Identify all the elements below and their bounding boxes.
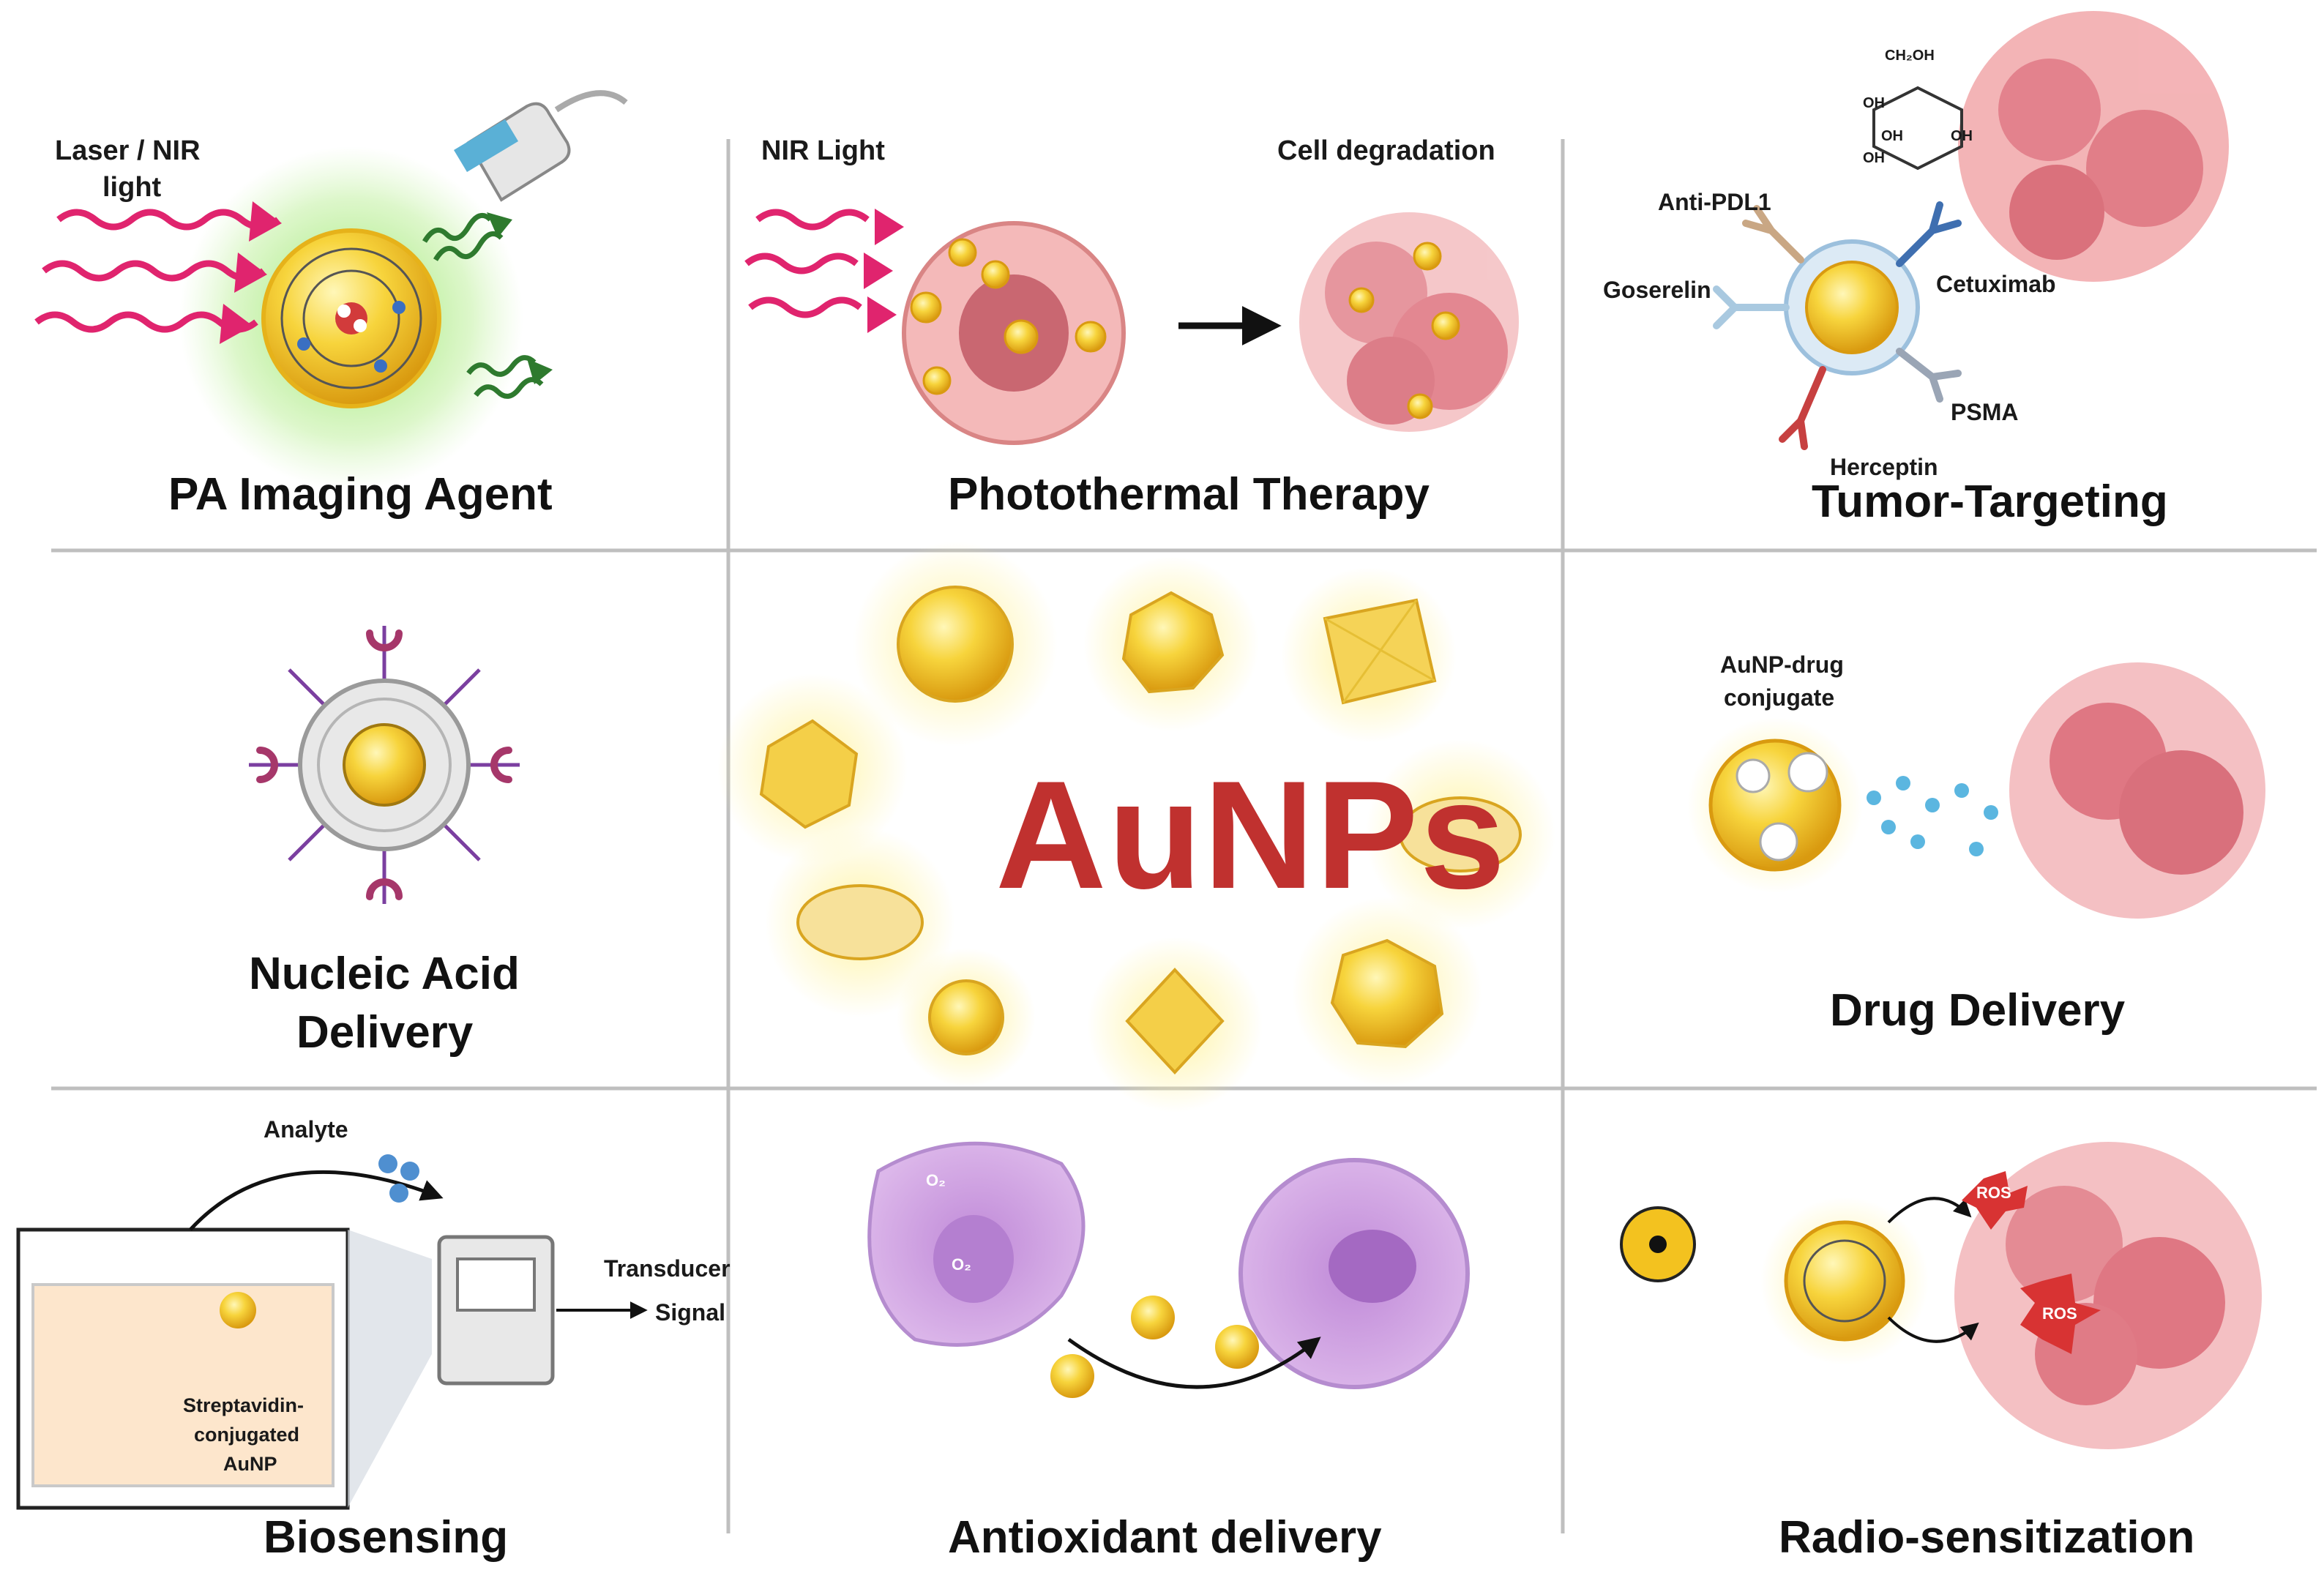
cell-degradation-label: Cell degradation xyxy=(1277,135,1495,166)
drug-delivery-title: Drug Delivery xyxy=(1830,985,2126,1036)
ligand-cetuximab: Cetuximab xyxy=(1936,271,2056,297)
aunp-drug-conjugate-label-line2: conjugate xyxy=(1724,684,1835,711)
ligand-goserelin: Goserelin xyxy=(1603,277,1711,303)
o2-label-2: O₂ xyxy=(831,1274,851,1292)
laser-nir-label-line2: light xyxy=(102,172,162,203)
aunp-drug-conjugate-label-line1: AuNP-drug xyxy=(1720,651,1844,678)
ligand-herceptin: Herceptin xyxy=(1830,454,1938,480)
sugar-label-oh-1: OH xyxy=(1863,95,1885,111)
sugar-label-oh-3: OH xyxy=(1951,128,1973,144)
ros-label-1: ROS xyxy=(1976,1184,2011,1202)
probe-label-line3: AuNP xyxy=(223,1453,277,1475)
antioxidant-illustration xyxy=(867,1141,1470,1398)
analyte-label: Analyte xyxy=(264,1116,348,1143)
ligand-psma: PSMA xyxy=(1951,399,2019,425)
center-title-aunps: AuNPs xyxy=(995,749,1507,921)
nir-light-label: NIR Light xyxy=(761,135,885,166)
grid-lines xyxy=(51,139,2317,1533)
tumor-targeting-title: Tumor-Targeting xyxy=(1812,476,2168,527)
o2-label-1: O₂ xyxy=(926,1171,946,1189)
ros-label-2: ROS xyxy=(2042,1304,2077,1323)
sugar-label-ch2oh: CH₂OH xyxy=(1885,48,1935,64)
drug-delivery-illustration xyxy=(1687,662,2265,919)
nucleic-acid-illustration xyxy=(249,626,520,904)
sugar-label-oh-4: OH xyxy=(1863,150,1885,166)
tumor-targeting-illustration xyxy=(1713,11,2229,450)
signal-label: Signal xyxy=(655,1299,726,1326)
radiosensitization-title: Radio-sensitization xyxy=(1779,1512,2195,1563)
transducer-label: Transducer xyxy=(604,1255,731,1282)
biosensing-illustration xyxy=(16,1154,648,1510)
o2-label-3: O₂ xyxy=(952,1255,971,1274)
aunp-shapes-cluster xyxy=(717,542,1555,1113)
photothermal-title: Photothermal Therapy xyxy=(948,469,1430,520)
probe-label-line1: Streptavidin- xyxy=(183,1394,304,1416)
pa-imaging-title: PA Imaging Agent xyxy=(168,469,553,520)
ligand-anti-pdl1: Anti-PDL1 xyxy=(1658,189,1771,215)
radiosensitization-illustration xyxy=(1620,1142,2262,1449)
nucleic-acid-title-line2: Delivery xyxy=(296,1007,474,1058)
photothermal-illustration xyxy=(744,209,1519,445)
probe-label-line2: conjugated xyxy=(194,1424,300,1446)
sugar-label-oh-2: OH xyxy=(1881,128,1903,144)
antioxidant-title: Antioxidant delivery xyxy=(948,1512,1382,1563)
nucleic-acid-title-line1: Nucleic Acid xyxy=(249,949,520,999)
laser-nir-label-line1: Laser / NIR xyxy=(55,135,201,166)
biosensing-title: Biosensing xyxy=(264,1512,509,1563)
pa-imaging-illustration xyxy=(34,90,628,490)
